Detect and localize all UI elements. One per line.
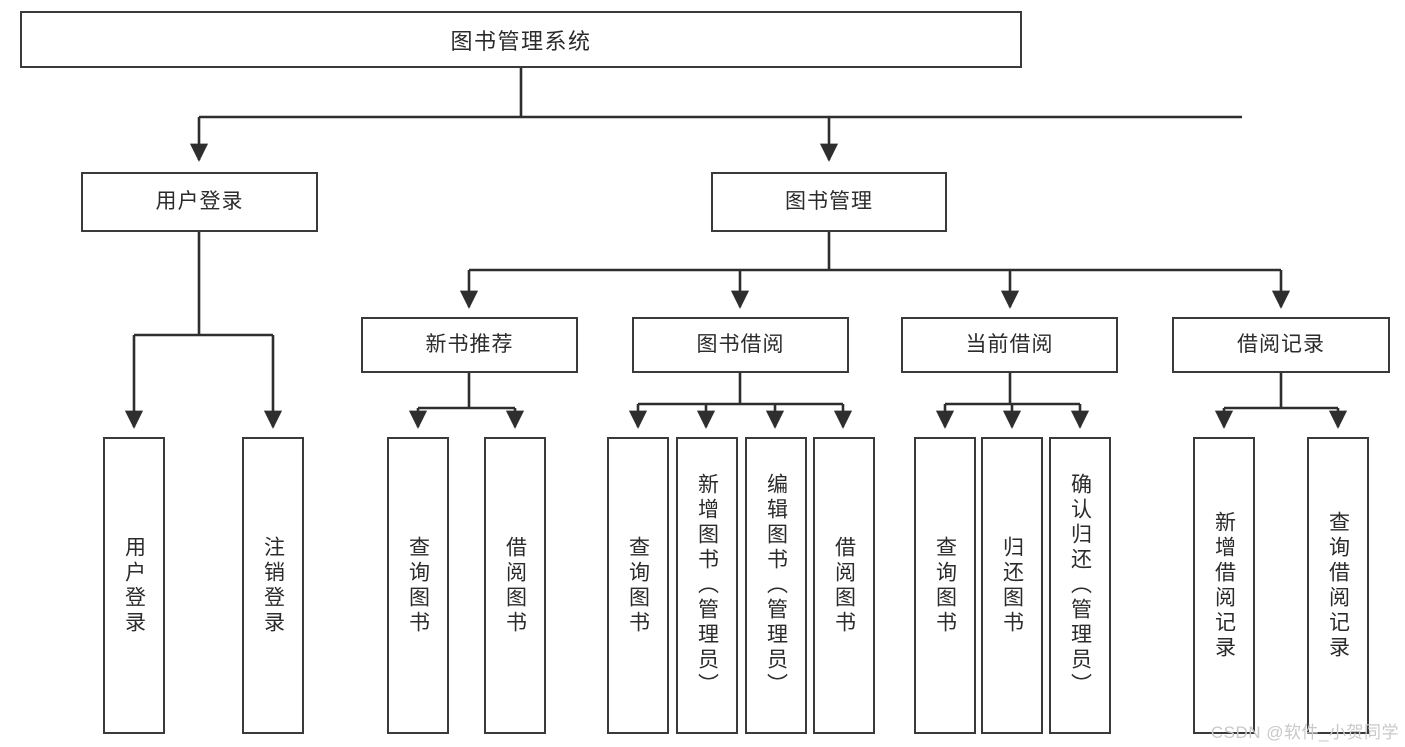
leaf-current-confirm-return-admin-label: 确认归还（管理员） (1068, 473, 1092, 698)
leaf-recommend-query-book[interactable]: 查询图书 (387, 437, 449, 734)
leaf-record-add-record[interactable]: 新增借阅记录 (1193, 437, 1255, 734)
node-new-book-recommend[interactable]: 新书推荐 (361, 317, 578, 373)
leaf-current-return-book[interactable]: 归还图书 (981, 437, 1043, 734)
leaf-borrow-edit-book-admin[interactable]: 编辑图书（管理员） (745, 437, 807, 734)
node-book-management-label: 图书管理 (785, 190, 873, 214)
leaf-borrow-borrow-book-label: 借阅图书 (832, 535, 856, 636)
leaf-borrow-borrow-book[interactable]: 借阅图书 (813, 437, 875, 734)
node-user-login-label: 用户登录 (155, 190, 244, 214)
node-current-borrow[interactable]: 当前借阅 (901, 317, 1118, 373)
node-borrow-record-label: 借阅记录 (1237, 333, 1325, 357)
node-book-borrow-label: 图书借阅 (696, 333, 785, 357)
leaf-recommend-borrow-book-label: 借阅图书 (503, 535, 527, 636)
leaf-record-query-record-label: 查询借阅记录 (1326, 510, 1350, 661)
leaf-user-login-signout-label: 注销登录 (261, 535, 285, 636)
leaf-user-login-signout[interactable]: 注销登录 (242, 437, 304, 734)
leaf-current-confirm-return-admin[interactable]: 确认归还（管理员） (1049, 437, 1111, 734)
leaf-record-query-record[interactable]: 查询借阅记录 (1307, 437, 1369, 734)
leaf-borrow-add-book-admin[interactable]: 新增图书（管理员） (676, 437, 738, 734)
node-user-login[interactable]: 用户登录 (81, 172, 318, 232)
leaf-current-query-book-label: 查询图书 (933, 535, 957, 636)
leaf-recommend-query-book-label: 查询图书 (406, 535, 430, 636)
node-new-book-recommend-label: 新书推荐 (425, 333, 514, 357)
leaf-current-query-book[interactable]: 查询图书 (914, 437, 976, 734)
node-root-system[interactable]: 图书管理系统 (20, 11, 1022, 68)
leaf-recommend-borrow-book[interactable]: 借阅图书 (484, 437, 546, 734)
node-book-borrow[interactable]: 图书借阅 (632, 317, 849, 373)
node-root-system-label: 图书管理系统 (450, 28, 592, 54)
leaf-borrow-edit-book-admin-label: 编辑图书（管理员） (764, 473, 788, 698)
leaf-borrow-add-book-admin-label: 新增图书（管理员） (695, 473, 719, 698)
leaf-record-add-record-label: 新增借阅记录 (1212, 510, 1236, 661)
node-current-borrow-label: 当前借阅 (965, 333, 1054, 357)
leaf-user-login-signin[interactable]: 用户登录 (103, 437, 165, 734)
node-book-management[interactable]: 图书管理 (711, 172, 947, 232)
leaf-user-login-signin-label: 用户登录 (122, 535, 146, 636)
leaf-borrow-query-book[interactable]: 查询图书 (607, 437, 669, 734)
node-borrow-record[interactable]: 借阅记录 (1172, 317, 1390, 373)
leaf-current-return-book-label: 归还图书 (1000, 535, 1024, 636)
leaf-borrow-query-book-label: 查询图书 (626, 535, 650, 636)
